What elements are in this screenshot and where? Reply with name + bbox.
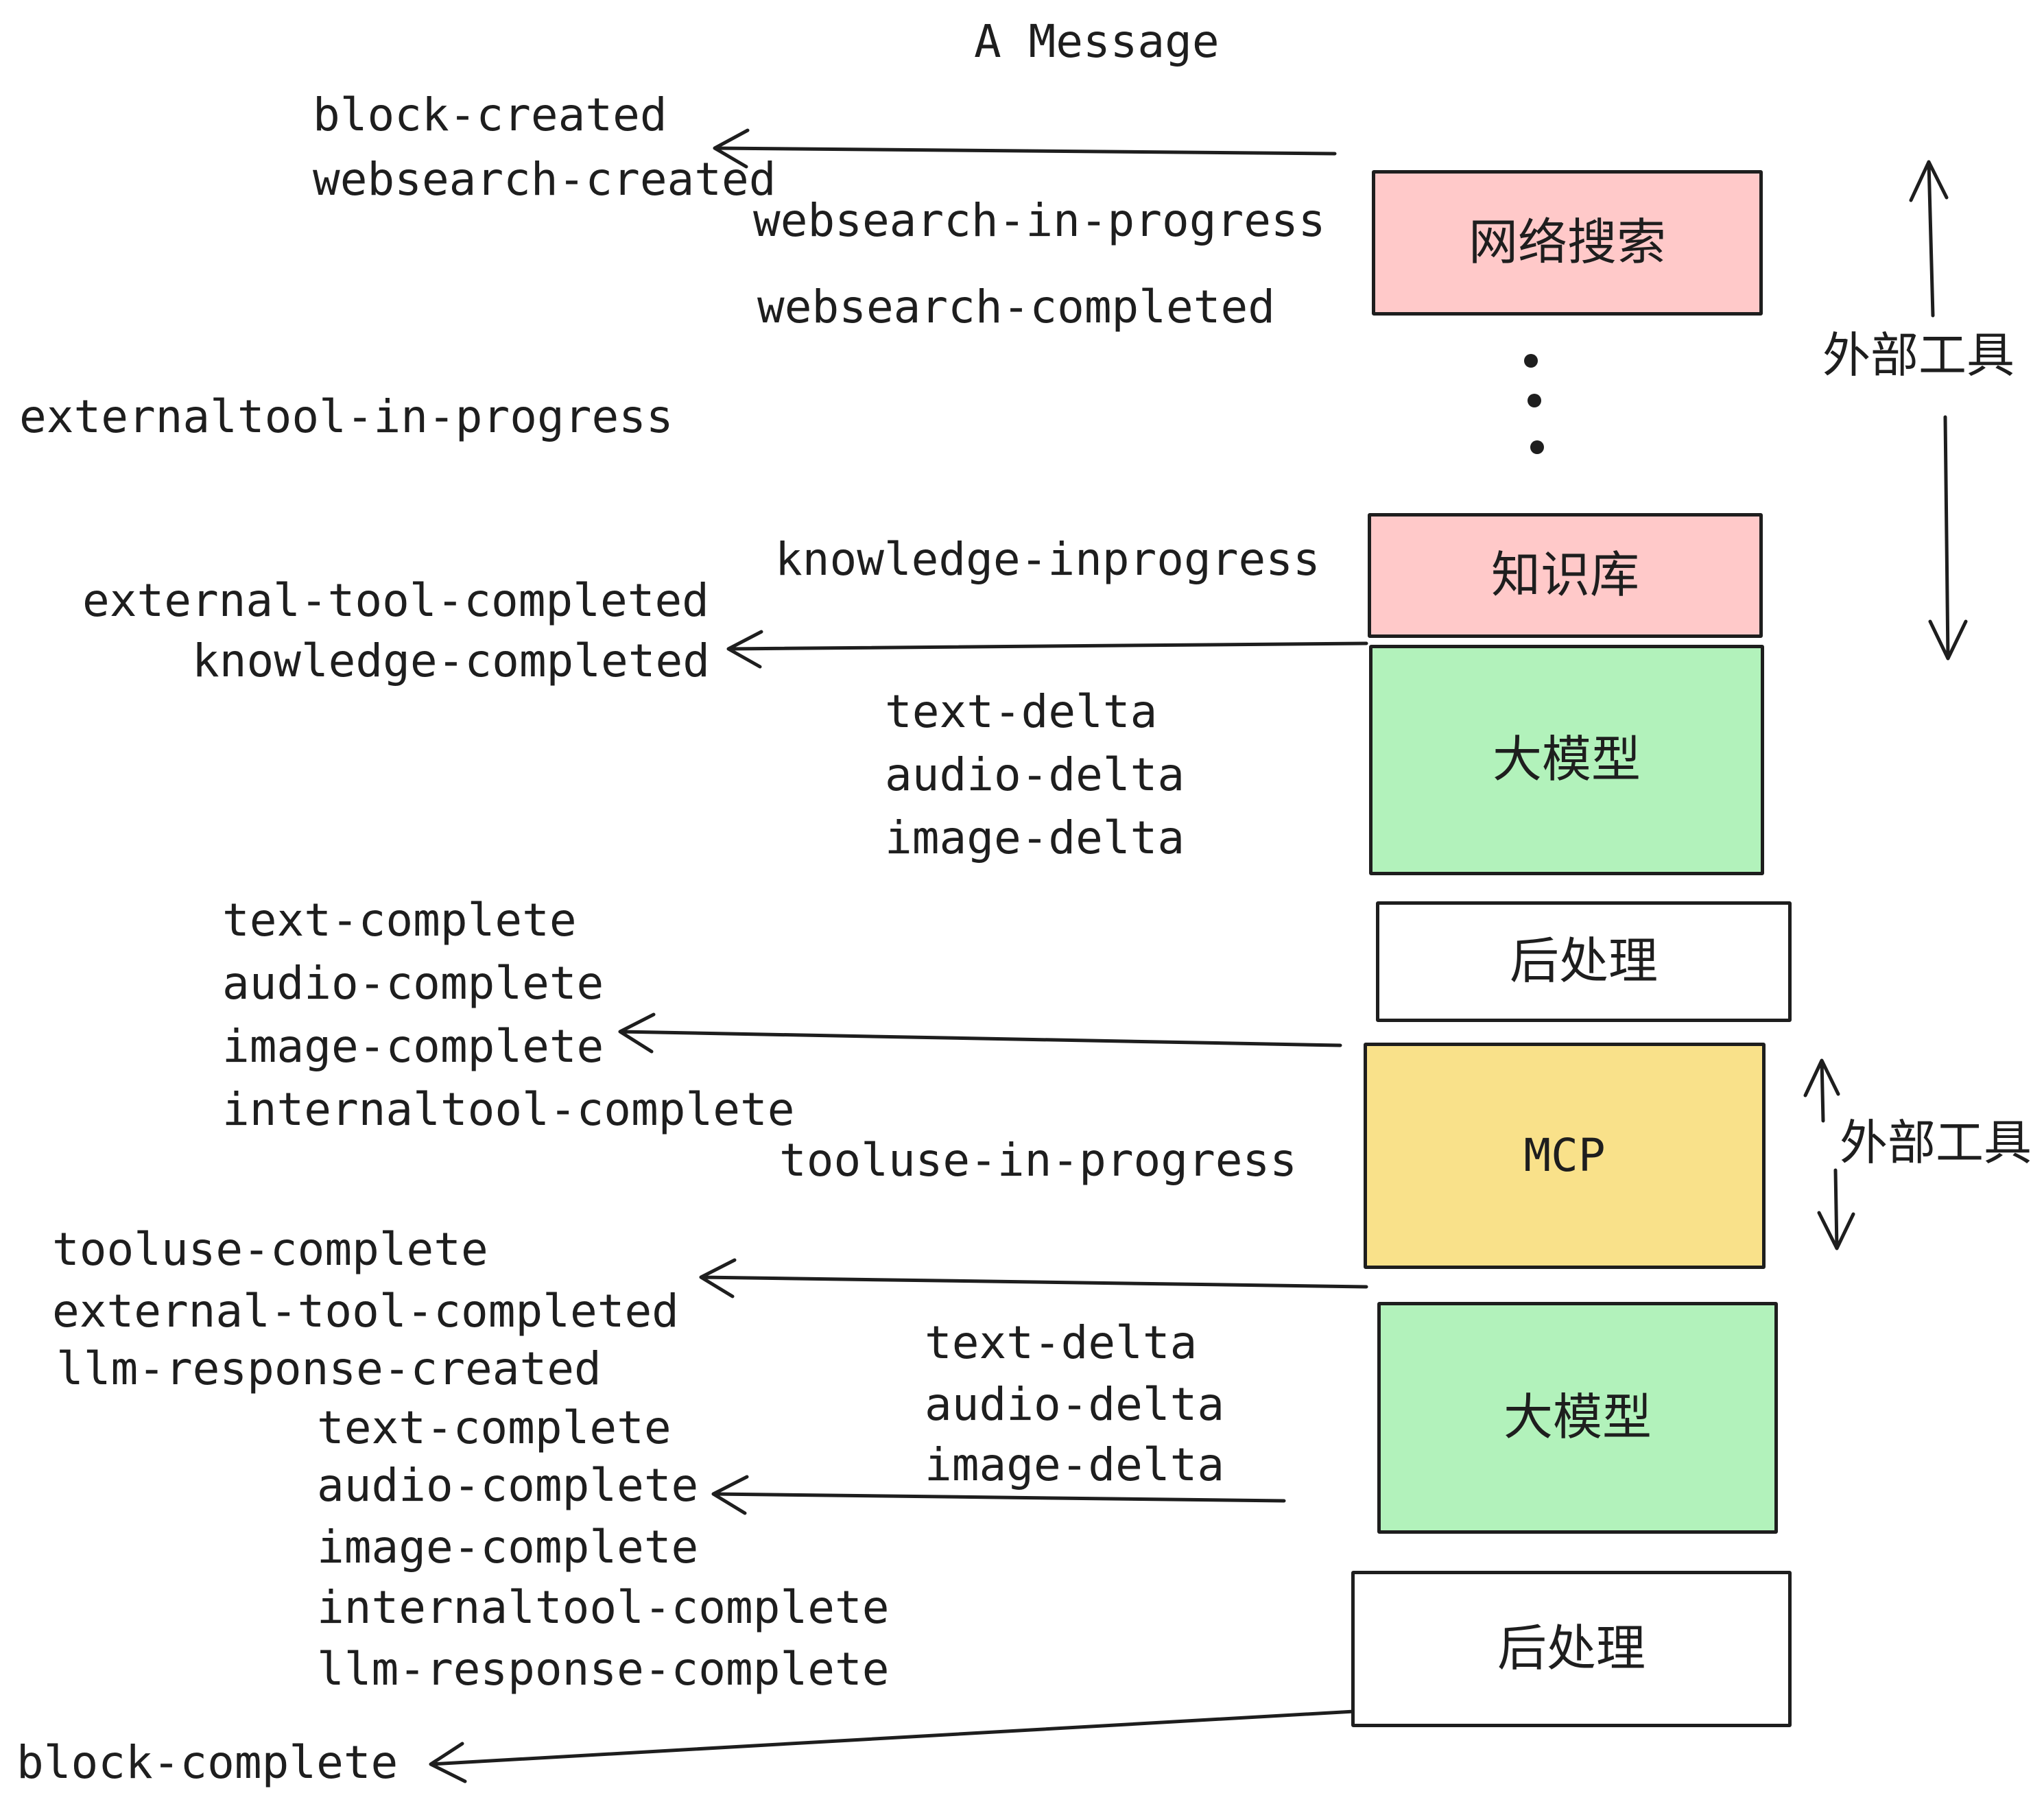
event-label-llm-response-complete: llm-response-complete <box>317 1643 890 1696</box>
node-postprocess-1: 后处理 <box>1376 901 1792 1022</box>
arrow-mcp-external-tools-up <box>1803 1058 1840 1123</box>
arrow-llm-to-knowledge-completed <box>726 630 1368 669</box>
event-label-audio-delta-1: audio-delta <box>885 748 1185 801</box>
event-label-websearch-created: websearch-created <box>313 153 776 206</box>
event-label-image-delta-1: image-delta <box>885 811 1185 864</box>
node-postprocess-2-label: 后处理 <box>1497 1622 1645 1676</box>
event-label-internaltool-complete-2: internaltool-complete <box>317 1581 890 1634</box>
node-llm-1: 大模型 <box>1369 645 1764 875</box>
event-label-websearch-in-progress: websearch-in-progress <box>753 194 1326 247</box>
arrow-mcp-to-image-complete <box>618 1012 1342 1054</box>
event-label-image-complete-1: image-complete <box>222 1020 604 1073</box>
arrow-external-tools-down <box>1928 415 1968 661</box>
node-knowledge-label: 知识库 <box>1490 548 1639 603</box>
node-mcp-label: MCP <box>1523 1129 1606 1182</box>
event-label-websearch-completed: websearch-completed <box>757 281 1275 333</box>
ellipsis-dots <box>1524 354 1544 454</box>
node-postprocess-2: 后处理 <box>1351 1571 1792 1727</box>
event-label-external-tool-completed-1: external-tool-completed <box>82 574 709 627</box>
event-label-text-delta-1: text-delta <box>885 685 1158 738</box>
node-llm-2: 大模型 <box>1377 1302 1778 1534</box>
arrow-websearch-to-block-created <box>713 128 1337 169</box>
arrow-postprocess-to-block-complete <box>429 1709 1368 1783</box>
event-label-knowledge-completed: knowledge-completed <box>192 634 710 687</box>
diagram-title: A Message <box>974 15 1220 68</box>
node-llm-2-label: 大模型 <box>1503 1390 1652 1445</box>
arrow-mcp-to-tooluse-complete <box>699 1258 1368 1298</box>
event-label-llm-response-created: llm-response-created <box>56 1342 602 1395</box>
event-label-image-delta-2: image-delta <box>925 1438 1225 1491</box>
event-label-tooluse-complete: tooluse-complete <box>52 1223 488 1276</box>
event-label-text-complete-1: text-complete <box>222 894 577 947</box>
event-label-knowledge-inprogress: knowledge-inprogress <box>775 533 1320 586</box>
arrow-external-tools-up <box>1909 160 1949 318</box>
node-websearch: 网络搜索 <box>1372 170 1763 316</box>
event-label-tooluse-in-progress: tooluse-in-progress <box>779 1134 1297 1187</box>
event-label-externaltool-in-progress: externaltool-in-progress <box>19 390 674 443</box>
event-label-text-delta-2: text-delta <box>925 1316 1198 1369</box>
event-label-image-complete-2: image-complete <box>317 1521 699 1574</box>
event-label-audio-complete-1: audio-complete <box>222 957 604 1010</box>
node-websearch-label: 网络搜索 <box>1468 215 1666 270</box>
side-label-external-tools-mcp: 外部工具 <box>1840 1116 2032 1170</box>
node-knowledge: 知识库 <box>1368 513 1763 638</box>
event-label-external-tool-completed-2: external-tool-completed <box>52 1285 679 1338</box>
arrow-mcp-external-tools-down <box>1817 1168 1855 1250</box>
event-label-internaltool-complete-1: internaltool-complete <box>222 1083 795 1136</box>
event-label-block-created: block-created <box>313 88 667 141</box>
event-label-audio-delta-2: audio-delta <box>925 1378 1225 1431</box>
node-llm-1-label: 大模型 <box>1492 733 1641 787</box>
node-postprocess-1-label: 后处理 <box>1509 934 1658 989</box>
side-label-external-tools-top: 外部工具 <box>1822 329 2015 382</box>
event-label-text-complete-2: text-complete <box>317 1401 672 1454</box>
node-mcp: MCP <box>1364 1043 1766 1269</box>
event-label-audio-complete-2: audio-complete <box>317 1459 699 1512</box>
event-label-block-complete: block-complete <box>16 1736 399 1789</box>
